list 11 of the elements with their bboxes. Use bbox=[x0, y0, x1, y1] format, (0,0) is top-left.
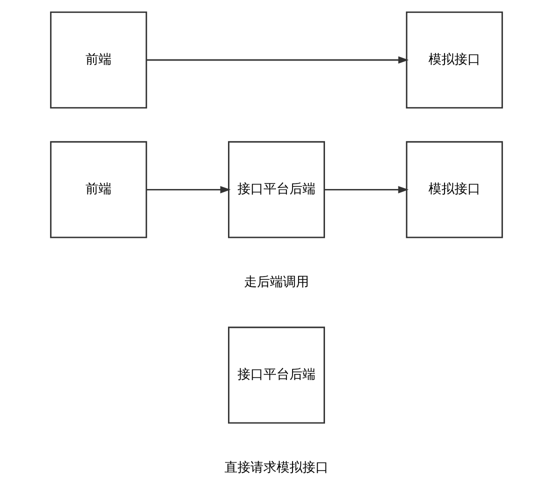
label: 走后端调用 bbox=[244, 274, 308, 290]
node-box: 模拟接口 bbox=[405, 12, 502, 108]
node-box: 前端 bbox=[50, 12, 147, 108]
arrow bbox=[146, 186, 230, 194]
arrow bbox=[324, 186, 408, 194]
node-box: 前端 bbox=[50, 141, 147, 238]
node-box: 模拟接口 bbox=[405, 141, 502, 238]
arrow bbox=[146, 56, 408, 64]
label: 直接请求模拟接口 bbox=[224, 460, 328, 476]
node-box: 接口平台后端 bbox=[228, 141, 324, 238]
node-box: 接口平台后端 bbox=[228, 326, 324, 424]
